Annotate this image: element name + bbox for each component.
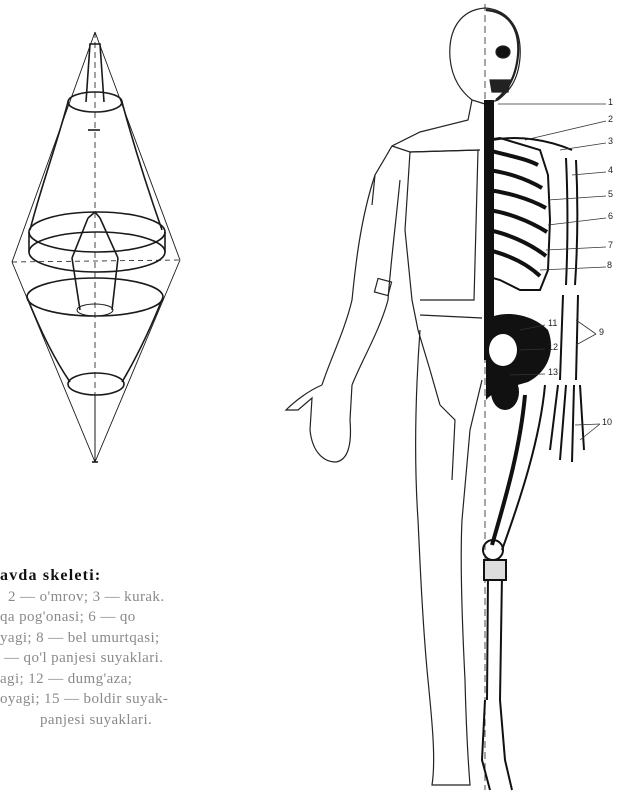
caption-line: oyagi; 15 — boldir suyak-	[0, 689, 300, 710]
callout-5: 5	[608, 189, 613, 199]
caption-line: — qo'l panjesi suyaklari.	[0, 648, 300, 669]
caption-line: agi; 12 — dumg'aza;	[0, 669, 300, 690]
callout-7: 7	[608, 240, 613, 250]
figure-caption: avda skeleti: 2 — o'mrov; 3 — kurak. qa …	[0, 566, 300, 730]
caption-line: yagi; 8 — bel umurtqasi;	[0, 628, 300, 649]
callout-9: 9	[599, 327, 604, 337]
caption-line: panjesi suyaklari.	[0, 710, 300, 731]
callout-4: 4	[608, 165, 613, 175]
callout-3: 3	[608, 136, 613, 146]
skeleton-ribcage	[484, 100, 551, 410]
caption-line: qa pog'onasi; 6 — qo	[0, 607, 300, 628]
caption-title: avda skeleti:	[0, 566, 300, 587]
callout-8: 8	[607, 260, 612, 270]
callout-12: 12	[548, 342, 558, 352]
caption-line: 2 — o'mrov; 3 — kurak.	[0, 587, 300, 608]
skeleton-limbs	[482, 138, 584, 790]
callout-11: 11	[548, 318, 557, 328]
callout-1: 1	[608, 97, 613, 107]
callout-2: 2	[608, 114, 613, 124]
callout-6: 6	[608, 211, 613, 221]
callout-10: 10	[602, 417, 612, 427]
callout-13: 13	[548, 367, 558, 377]
